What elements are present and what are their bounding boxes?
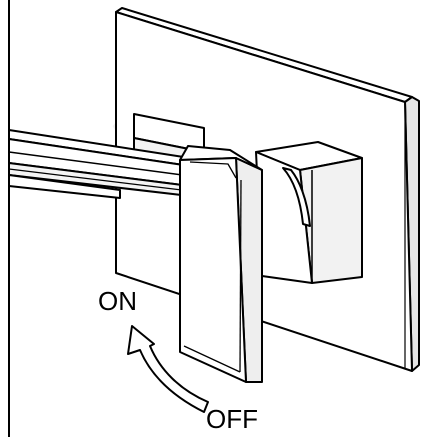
- label-on: ON: [98, 286, 137, 316]
- rocker-paddle-face: [179, 157, 247, 383]
- curved-arrow-icon: [127, 325, 209, 413]
- switch-spring: [282, 167, 311, 227]
- switch-housing: [255, 141, 363, 284]
- rocker-paddle: [179, 145, 263, 383]
- label-off: OFF: [206, 404, 258, 434]
